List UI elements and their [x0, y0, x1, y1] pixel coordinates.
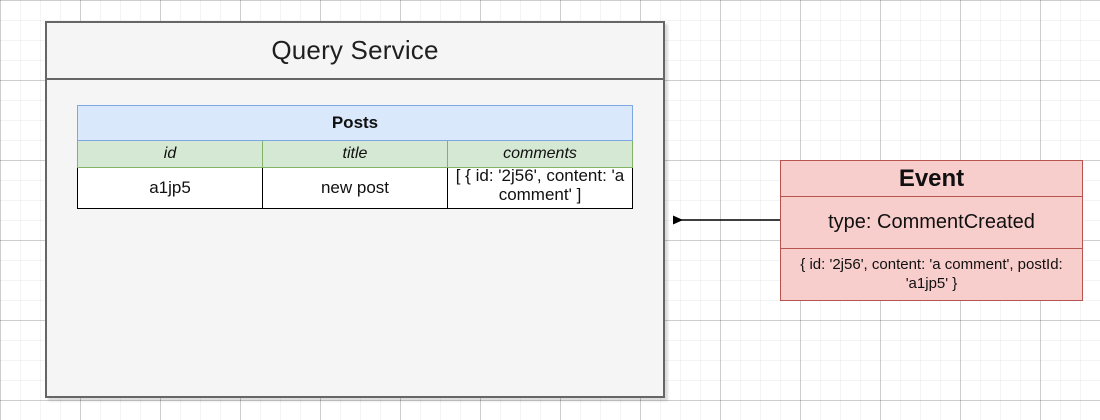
- event-to-query-service-arrow: [673, 215, 784, 225]
- query-service-box[interactable]: Query Service Posts id title comments a1…: [45, 21, 665, 398]
- query-service-body: Posts id title comments a1jp5 new post […: [47, 80, 663, 396]
- posts-table-header-row: id title comments: [77, 140, 633, 168]
- query-service-title: Query Service: [47, 23, 663, 80]
- posts-table-caption-row: Posts: [77, 105, 633, 141]
- event-payload: { id: '2j56', content: 'a comment', post…: [800, 255, 1063, 292]
- cell-title: new post: [262, 167, 448, 209]
- cell-id: a1jp5: [77, 167, 263, 209]
- table-row[interactable]: a1jp5 new post [ { id: '2j56', content: …: [77, 166, 633, 209]
- event-type-line: type: CommentCreated: [781, 197, 1082, 249]
- posts-table-caption: Posts: [77, 105, 633, 141]
- posts-table[interactable]: Posts id title comments a1jp5 new post […: [77, 105, 633, 209]
- column-header-id: id: [77, 140, 263, 168]
- cell-comments-wrapper: [ { id: '2j56', content: 'a comment' ]: [447, 166, 633, 209]
- cell-comments: [ { id: '2j56', content: 'a comment' ]: [455, 166, 625, 205]
- column-header-comments: comments: [447, 140, 633, 168]
- event-box[interactable]: Event type: CommentCreated { id: '2j56',…: [780, 160, 1083, 301]
- event-title: Event: [781, 161, 1082, 197]
- column-header-title: title: [262, 140, 448, 168]
